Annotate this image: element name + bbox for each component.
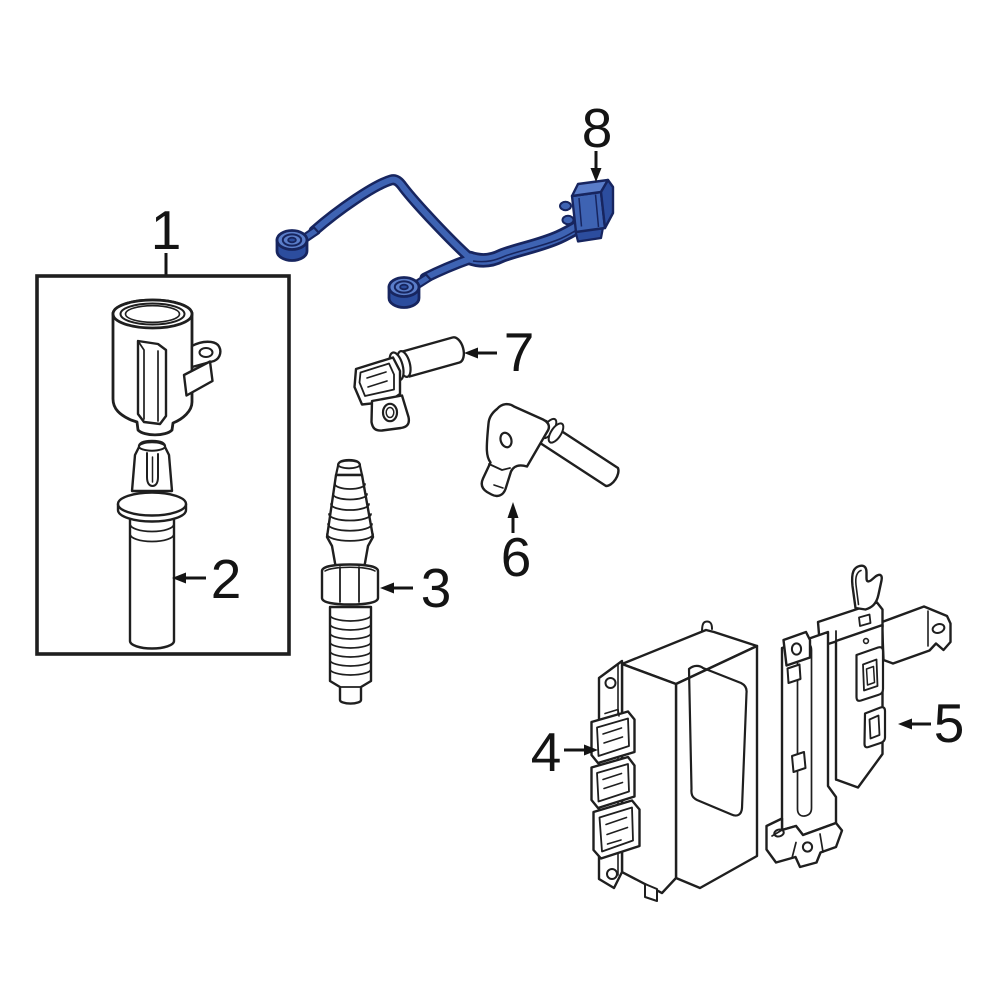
part-group-box: [35, 274, 291, 656]
bracket-top-hook: [850, 564, 883, 611]
knock-sensor-harness-part: [275, 174, 615, 309]
callout-4-arrowhead: [584, 744, 598, 756]
harness-wire-a: [308, 174, 476, 264]
callout-8-label: 8: [582, 97, 613, 159]
callout-3: 3: [380, 557, 451, 619]
crankshaft-position-sensor: [480, 402, 620, 498]
ignition-coil: [111, 298, 222, 437]
boot-cylinder: [128, 507, 176, 650]
crank-sensor-flange: [480, 402, 551, 498]
callout-7-label: 7: [504, 321, 535, 383]
spark-plug-threads: [328, 605, 373, 705]
cam-sensor-barrel: [401, 336, 466, 378]
harness-connector: [559, 178, 615, 243]
callout-6-label: 6: [501, 526, 532, 588]
spark-plug-hex: [320, 563, 380, 606]
callout-1: 1: [151, 199, 182, 275]
callout-5-label: 5: [934, 692, 965, 754]
callout-2-label: 2: [211, 548, 242, 610]
callout-8: 8: [582, 97, 613, 182]
callout-3-label: 3: [421, 557, 452, 619]
bracket-arm: [880, 605, 952, 665]
ecm-mounting-bracket: [765, 564, 952, 869]
callout-7-arrowhead: [464, 347, 478, 359]
callout-3-arrowhead: [380, 582, 394, 594]
knock-sensor-a: [275, 229, 309, 262]
ecm-connector-1: [590, 708, 636, 765]
callout-5: 5: [898, 692, 964, 754]
callout-4-label: 4: [531, 721, 562, 783]
callout-6-arrowhead: [507, 502, 519, 518]
callout-4: 4: [531, 721, 598, 783]
callout-8-arrowhead: [590, 168, 602, 182]
knock-sensor-b: [387, 276, 421, 309]
engine-control-module: [590, 620, 759, 902]
callout-2-arrowhead: [172, 572, 186, 584]
camshaft-position-sensor: [353, 336, 466, 432]
ecm-connector-2: [590, 755, 636, 810]
callout-2: 2: [172, 548, 241, 610]
callout-5-arrowhead: [898, 718, 912, 730]
callout-1-label: 1: [151, 199, 182, 261]
ecm-connector-3: [592, 799, 641, 860]
callout-7: 7: [464, 321, 534, 383]
ecm-side-face: [674, 644, 759, 890]
coil-boot: [116, 439, 188, 650]
spark-plug: [320, 458, 380, 705]
callout-6: 6: [501, 502, 532, 588]
boot-flange: [116, 491, 188, 517]
